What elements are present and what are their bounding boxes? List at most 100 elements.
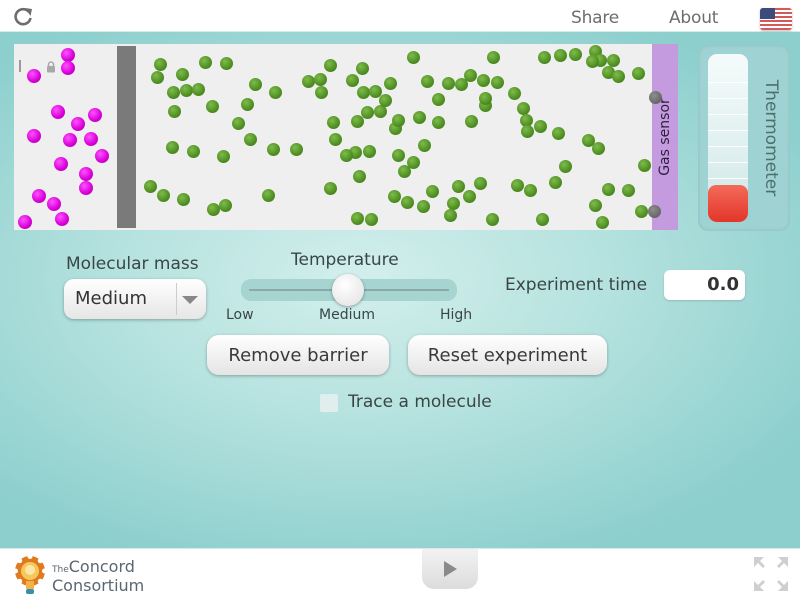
green-molecule (533, 119, 547, 133)
green-molecule (143, 179, 157, 193)
pink-molecule (32, 189, 46, 203)
experiment-time-value: 0.0 (707, 274, 739, 295)
reset-experiment-button[interactable]: Reset experiment (408, 335, 607, 375)
green-molecule (368, 84, 382, 98)
green-molecule (191, 82, 205, 96)
pink-molecule (88, 108, 102, 122)
green-molecule (551, 126, 565, 140)
green-molecule (176, 192, 190, 206)
green-molecule (553, 48, 567, 62)
fullscreen-icon[interactable] (750, 553, 792, 595)
green-molecule (595, 215, 609, 229)
lightbulb-icon (13, 555, 47, 594)
logo-line1: Concord (68, 557, 135, 576)
green-molecule (621, 183, 635, 197)
green-molecule (261, 188, 275, 202)
green-molecule (420, 74, 434, 88)
top-bar: Share About (0, 0, 800, 32)
green-molecule (345, 73, 359, 87)
green-molecule (416, 199, 430, 213)
green-molecule (431, 92, 445, 106)
green-molecule (431, 115, 445, 129)
remove-barrier-button[interactable]: Remove barrier (207, 335, 389, 375)
green-molecule (412, 110, 426, 124)
green-molecule (378, 93, 392, 107)
trace-molecule-label[interactable]: Trace a molecule (348, 392, 492, 412)
green-molecule (548, 175, 562, 189)
thermometer: Thermometer (698, 45, 790, 231)
pink-molecule (71, 117, 85, 131)
green-molecule (588, 198, 602, 212)
green-molecule (486, 50, 500, 64)
molecular-mass-select[interactable]: Medium (64, 279, 206, 319)
concord-consortium-logo[interactable]: TheConcord Consortium (12, 555, 152, 595)
gas-sensor-label: Gas sensor (657, 98, 674, 176)
barrier (117, 46, 136, 228)
pink-molecule (63, 133, 77, 147)
pink-molecule (84, 132, 98, 146)
about-link[interactable]: About (669, 8, 719, 28)
trace-molecule-checkbox[interactable] (320, 394, 338, 412)
green-molecule (240, 97, 254, 111)
green-molecule (601, 65, 615, 79)
green-molecule (323, 58, 337, 72)
logo-the: The (52, 565, 69, 575)
green-molecule (150, 70, 164, 84)
green-molecule (243, 132, 257, 146)
pink-molecule (54, 157, 68, 171)
pink-molecule (18, 215, 32, 229)
us-flag-icon[interactable] (760, 8, 792, 30)
green-molecule (186, 144, 200, 158)
green-molecule (400, 195, 414, 209)
green-molecule (313, 72, 327, 86)
share-link[interactable]: Share (571, 8, 620, 28)
gas-sensor: Gas sensor (652, 44, 678, 230)
green-molecule (451, 179, 465, 193)
green-molecule (443, 208, 457, 222)
green-molecule (463, 68, 477, 82)
chevron-down-icon (182, 296, 198, 304)
experiment-time-label: Experiment time (505, 275, 648, 295)
green-molecule (326, 115, 340, 129)
green-molecule (516, 101, 530, 115)
temperature-slider-thumb[interactable] (332, 274, 364, 306)
green-molecule (520, 124, 534, 138)
thermometer-tick (708, 178, 748, 179)
molecular-mass-value: Medium (75, 288, 147, 309)
thermometer-tick (708, 130, 748, 131)
green-molecule (355, 61, 369, 75)
lock-icon[interactable] (46, 61, 56, 73)
green-molecule (490, 75, 504, 89)
reload-icon[interactable] (12, 6, 34, 28)
green-molecule (406, 50, 420, 64)
green-molecule (268, 85, 282, 99)
green-molecule (373, 104, 387, 118)
gray-molecule (647, 204, 661, 218)
green-molecule (387, 189, 401, 203)
green-molecule (339, 148, 353, 162)
green-molecule (523, 183, 537, 197)
green-molecule (464, 114, 478, 128)
play-button[interactable] (422, 549, 478, 589)
gray-molecule (648, 90, 662, 104)
green-molecule (289, 142, 303, 156)
green-molecule (535, 212, 549, 226)
thermometer-mercury (708, 185, 748, 222)
green-molecule (591, 141, 605, 155)
pink-molecule (51, 105, 65, 119)
thermometer-label: Thermometer (761, 79, 781, 197)
green-molecule (397, 164, 411, 178)
green-molecule (537, 50, 551, 64)
green-molecule (558, 159, 572, 173)
pink-molecule (95, 149, 109, 163)
green-molecule (391, 148, 405, 162)
green-molecule (476, 73, 490, 87)
green-molecule (446, 196, 460, 210)
green-molecule (314, 85, 328, 99)
green-molecule (454, 77, 468, 91)
green-molecule (364, 212, 378, 226)
green-molecule (350, 114, 364, 128)
green-molecule (219, 56, 233, 70)
green-molecule (360, 105, 374, 119)
green-molecule (165, 140, 179, 154)
